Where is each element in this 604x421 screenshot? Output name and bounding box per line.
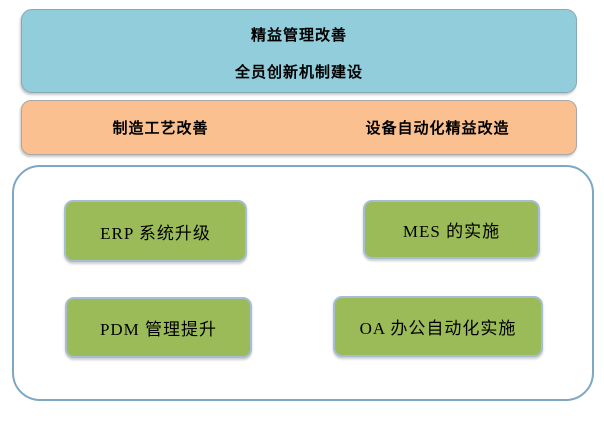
process-improvement-band: 制造工艺改善 设备自动化精益改造 xyxy=(21,100,577,155)
equipment-automation-label: 设备自动化精益改造 xyxy=(365,119,510,137)
mes-implementation-box: MES 的实施 xyxy=(363,200,540,259)
lean-management-box: 精益管理改善 全员创新机制建设 xyxy=(21,9,577,93)
oa-automation-box: OA 办公自动化实施 xyxy=(333,296,543,357)
erp-upgrade-box: ERP 系统升级 xyxy=(64,200,247,262)
oa-automation-label: OA 办公自动化实施 xyxy=(359,319,517,338)
pdm-management-box: PDM 管理提升 xyxy=(65,297,252,358)
erp-upgrade-label: ERP 系统升级 xyxy=(100,223,211,243)
innovation-mechanism-label: 全员创新机制建设 xyxy=(234,63,363,81)
mes-implementation-label: MES 的实施 xyxy=(402,222,501,241)
manufacturing-process-label: 制造工艺改善 xyxy=(112,119,209,137)
pdm-management-label: PDM 管理提升 xyxy=(99,320,218,339)
lean-management-label: 精益管理改善 xyxy=(250,26,347,44)
